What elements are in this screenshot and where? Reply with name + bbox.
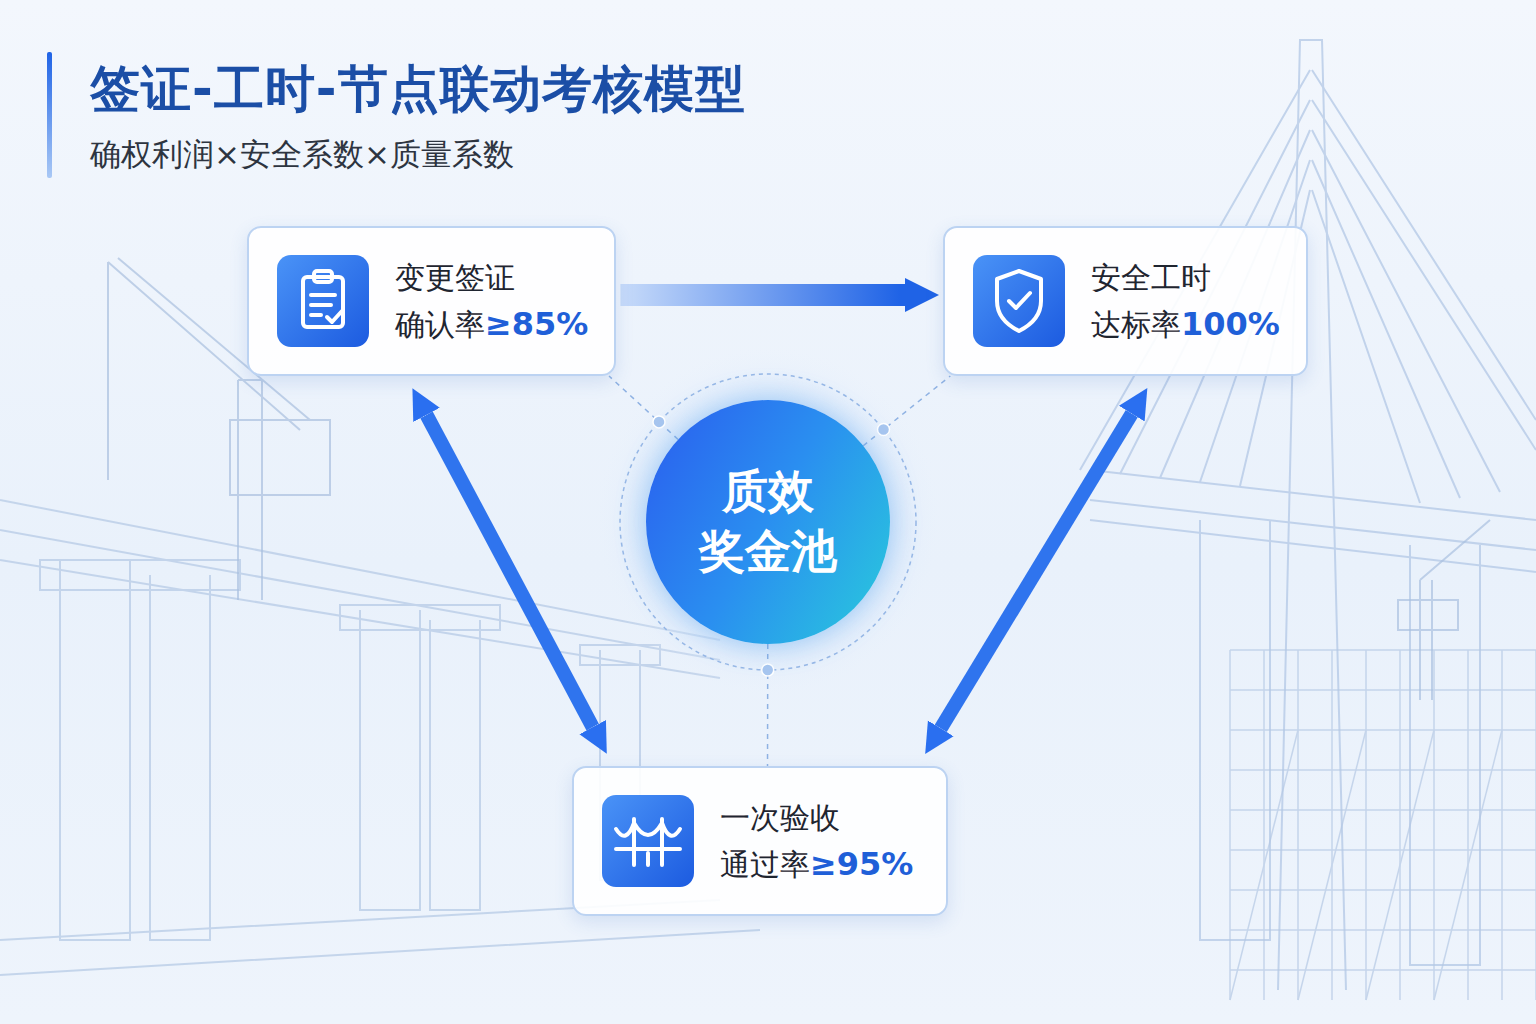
metric-icon — [277, 255, 369, 347]
right-crane — [1398, 520, 1490, 700]
flow-arrow — [941, 414, 1132, 729]
metric-value: ≥95% — [810, 845, 913, 883]
flow-arrow — [427, 415, 593, 727]
dashed-link — [767, 644, 769, 766]
metric-icon — [602, 795, 694, 887]
link-dot — [762, 664, 774, 676]
metric-label: 确认率 — [395, 307, 485, 342]
link-dot — [653, 416, 665, 428]
title-accent-bar — [47, 52, 52, 178]
box-heading: 一次验收 — [720, 795, 913, 840]
flow-arrow — [620, 284, 905, 306]
metric-icon — [973, 255, 1065, 347]
link-dot — [878, 423, 890, 435]
metric-label: 达标率 — [1091, 307, 1181, 342]
pool-ring — [620, 374, 916, 670]
metric-box: 安全工时达标率100% — [943, 226, 1308, 376]
diagram-title: 签证-工时-节点联动考核模型 — [90, 56, 746, 123]
metric-value: 100% — [1181, 305, 1280, 343]
metric-value: ≥85% — [485, 305, 588, 343]
box-heading: 安全工时 — [1091, 255, 1280, 300]
pool-label: 质效 奖金池 — [696, 462, 841, 582]
pool-glow — [593, 347, 943, 697]
box-heading: 变更签证 — [395, 255, 588, 300]
metric-box: 一次验收通过率≥95% — [572, 766, 948, 916]
metric-box: 变更签证确认率≥85% — [247, 226, 616, 376]
scaffolding — [1230, 650, 1536, 1000]
bonus-pool-circle: 质效 奖金池 — [646, 400, 890, 644]
formula-label: 确权利润×安全系数×质量系数 — [90, 134, 514, 176]
metric-label: 通过率 — [720, 847, 810, 882]
dashed-link — [609, 376, 678, 439]
dashed-link — [863, 376, 950, 446]
